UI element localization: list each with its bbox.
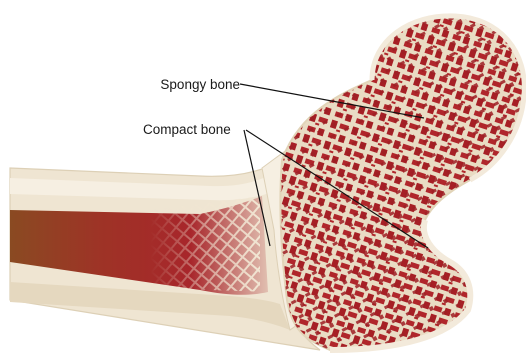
spongy-texture-overlay [270, 10, 526, 360]
spongy-bone-label: Spongy bone [160, 77, 240, 92]
marrow-crosshatch [150, 196, 268, 292]
compact-bone-label: Compact bone [143, 122, 231, 137]
